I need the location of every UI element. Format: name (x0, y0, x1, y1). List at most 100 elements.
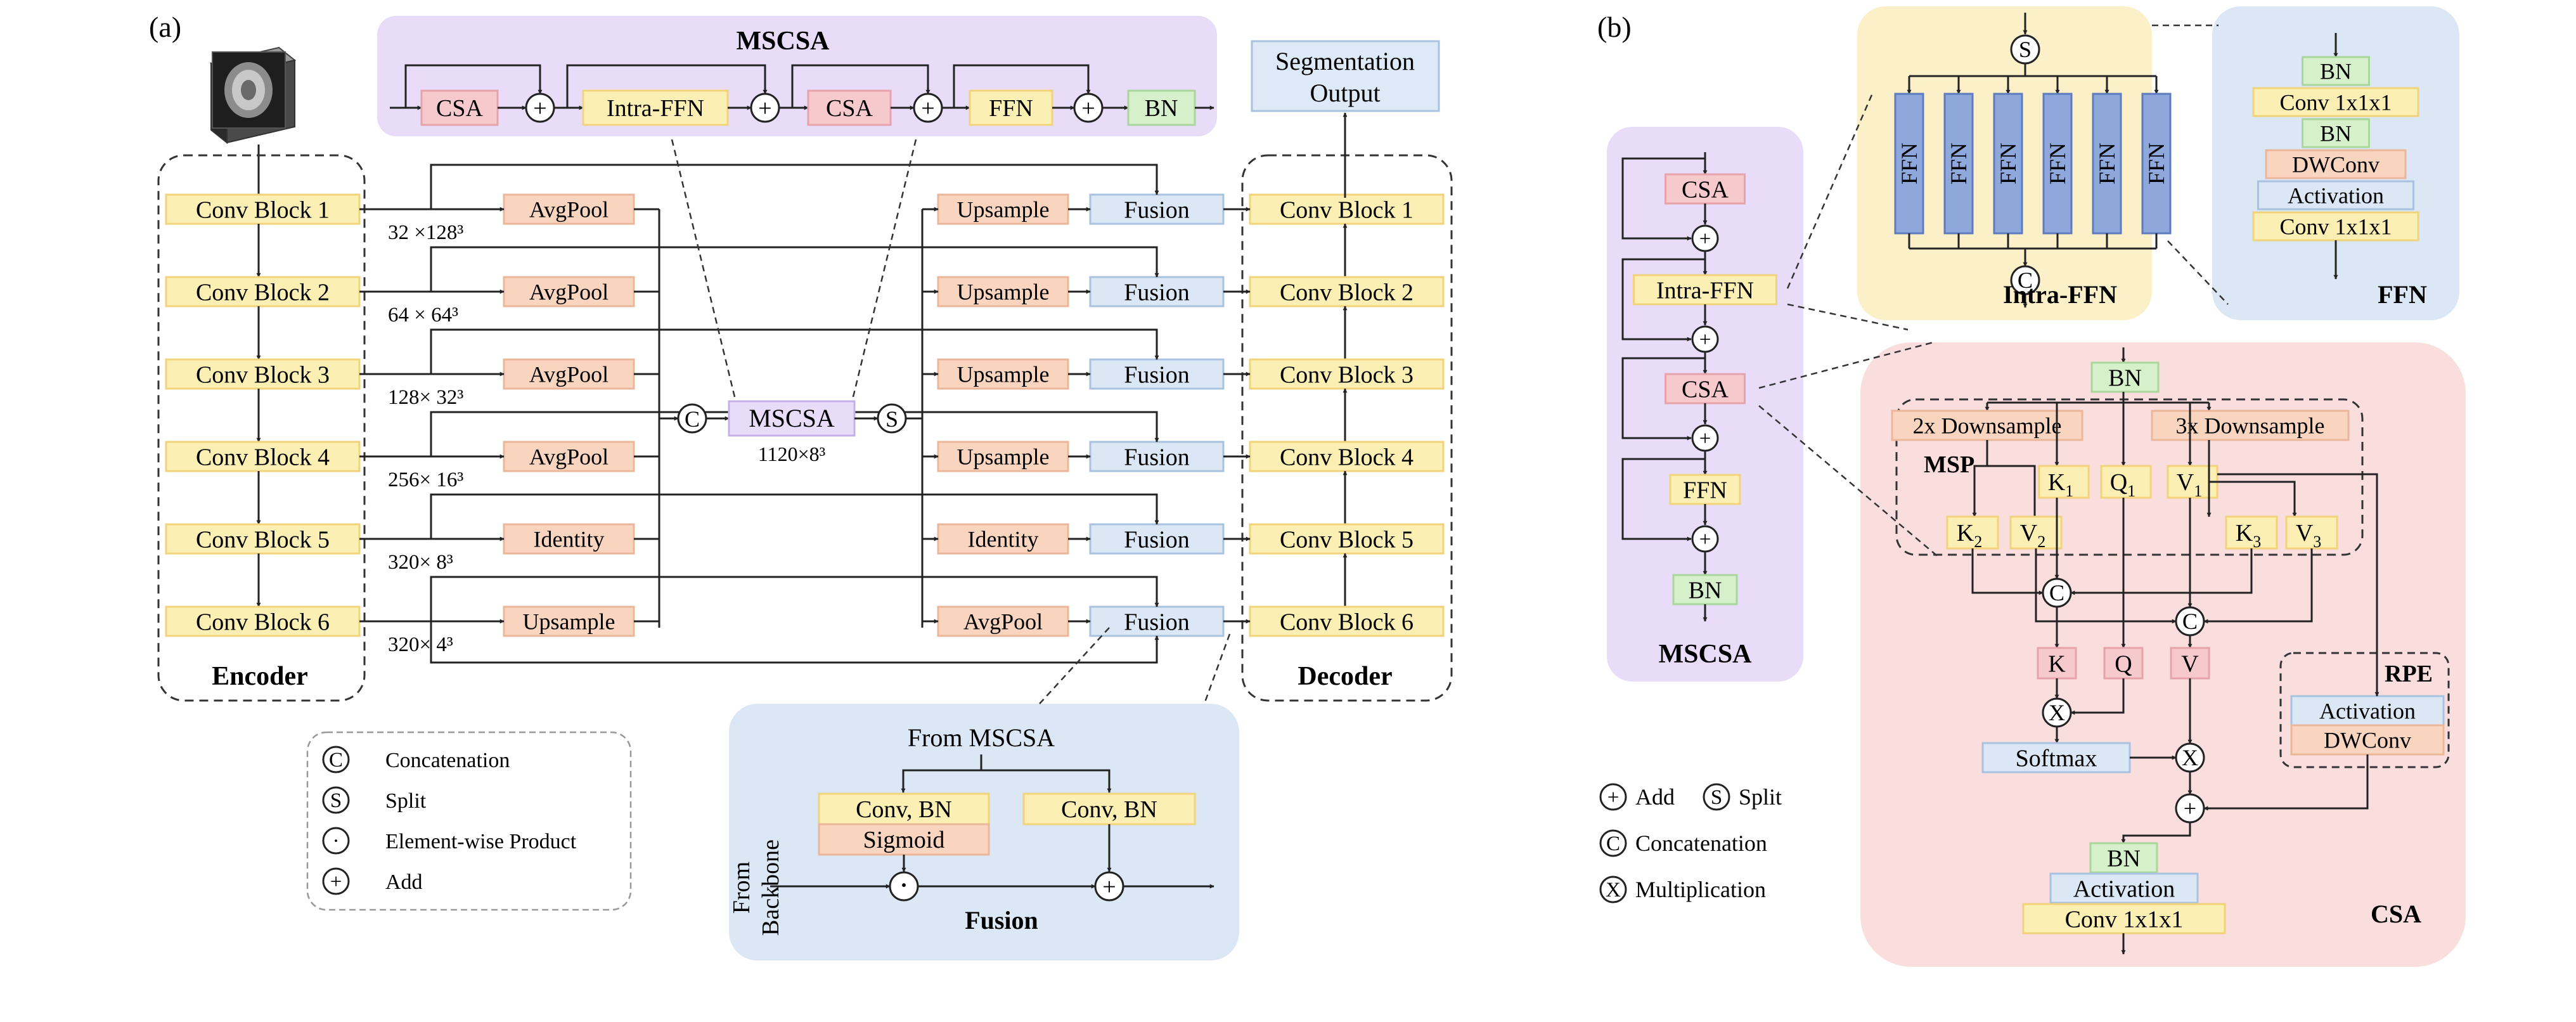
right-op-2 (937, 276, 1069, 307)
csa-conv-out (2022, 903, 2226, 935)
segmentation-output-line2: Output (1310, 79, 1380, 107)
mscsa-chain-ffn (969, 89, 1053, 126)
encoder-conv-block-5-label: Conv Block 5 (196, 526, 330, 553)
encoder-conv-block-2-label: Conv Block 2 (196, 279, 330, 306)
encoder-conv-block-2 (165, 276, 361, 307)
fusion-conv-bn-right-label: Conv, BN (1061, 796, 1157, 823)
skip-connection (430, 493, 1159, 539)
encoder-conv-block-1-label: Conv Block 1 (196, 197, 330, 223)
intra-ffn-bar-0 (1894, 93, 1924, 235)
v-box-label: V (2181, 650, 2199, 677)
dim-label-3: 128× 32³ (388, 386, 463, 409)
ffn-layer-3 (2265, 149, 2407, 179)
csa-activation (2049, 872, 2199, 904)
k2-to-concat (1971, 548, 2044, 595)
add-symbol: + (758, 95, 771, 122)
left-op-6-label: Upsample (523, 609, 615, 635)
right-op-3-label: Upsample (957, 362, 1050, 387)
left-op-4 (503, 441, 635, 472)
fusion-conv-bn-right (1022, 792, 1196, 825)
stack-residual (1621, 357, 1705, 441)
encoder-conv-block-6 (165, 605, 361, 637)
legend-a-box (306, 731, 632, 911)
legend-a-icon-0 (322, 746, 350, 773)
encoder-conv-block-3 (165, 358, 361, 390)
left-op-4-label: AvgPool (529, 444, 609, 470)
intra-ffn-bar-2 (1993, 93, 2023, 235)
mscsa-stack-3 (1669, 474, 1741, 505)
fusion-6-label: Fusion (1124, 609, 1189, 635)
add-symbol: + (533, 95, 546, 122)
legend-a-label-3: Add (385, 870, 423, 894)
ffn-layer-2-label: BN (2320, 121, 2352, 146)
ffn-layer-4 (2257, 180, 2414, 210)
v2-box (2009, 515, 2063, 550)
mscsa-top-title: MSCSA (736, 27, 830, 56)
mscsa-stack-4-label: BN (1689, 577, 1722, 604)
mscsa-chain: CSA + Intra-FFN + CSA + FFN + BN (390, 64, 1214, 126)
csa-bn-top-label: BN (2108, 365, 2142, 391)
fusion-from-backbone-1: From (728, 862, 755, 914)
concat-symbol: C (2018, 268, 2033, 293)
mscsa-stack-0-label: CSA (1682, 176, 1729, 203)
decoder-conv-block-5-label: Conv Block 5 (1280, 526, 1414, 553)
legend-b-icon-3 (1599, 876, 1627, 903)
panel-b-label: (b) (1597, 11, 1632, 43)
mri-volume-icon (209, 46, 297, 145)
mscsa-stack-3-label: FFN (1683, 477, 1727, 503)
right-op-4 (937, 441, 1069, 472)
to-v2 (1987, 465, 2036, 517)
csa-title: CSA (2371, 900, 2421, 928)
csa-conv-out-label: Conv 1x1x1 (2065, 906, 2184, 933)
add-symbol: + (1081, 95, 1095, 122)
intra-ffn-bar-label-3: FFN (2045, 143, 2070, 184)
v3-box-label: V3 (2296, 520, 2321, 551)
ffn-layer-1 (2252, 87, 2419, 117)
encoder-label: Encoder (212, 662, 308, 691)
segmentation-output-box (1251, 40, 1440, 112)
csa-activation-label: Activation (2073, 876, 2175, 902)
dim-label-1: 32 ×128³ (388, 221, 463, 244)
add-symbol: + (1699, 228, 1711, 250)
zoom-line (1039, 627, 1110, 704)
v3-box (2285, 515, 2338, 550)
legend-b-symbol-1: S (1711, 786, 1722, 809)
ffn-layer-5-label: Conv 1x1x1 (2279, 214, 2392, 240)
dim-label-4: 256× 16³ (388, 469, 463, 491)
mscsa-stack-0 (1665, 173, 1746, 205)
decoder-conv-block-1 (1249, 193, 1445, 225)
skip-connection (430, 328, 1159, 374)
softmax-box-label: Softmax (2016, 745, 2097, 772)
downsample-2x (1891, 410, 2083, 441)
add-symbol: + (1699, 427, 1711, 450)
left-op-5-label: Identity (534, 527, 605, 552)
rpe-container (2279, 652, 2450, 768)
skip-connection (430, 576, 1159, 621)
decoder-conv-block-3 (1249, 358, 1445, 390)
k3-to-concat (2070, 548, 2253, 595)
multiplication-symbol: X (2182, 745, 2198, 770)
q1-box-label: Q1 (2110, 469, 2135, 500)
rpe-label: RPE (2385, 661, 2433, 687)
concat-symbol: C (685, 406, 700, 432)
k3-box-label: K3 (2236, 520, 2261, 551)
legend-b-label-0: Add (1635, 784, 1675, 810)
zoom-line (671, 139, 737, 400)
k-box (2037, 647, 2077, 680)
fusion-5-label: Fusion (1124, 526, 1189, 553)
fusion-1 (1089, 193, 1225, 225)
decoder-container (1241, 154, 1453, 702)
legend-b-label-1: Split (1739, 784, 1782, 810)
q1-box (2100, 465, 2152, 499)
intra-ffn-bar-label-5: FFN (2144, 143, 2169, 184)
legend-a-icon-3 (322, 867, 350, 895)
ffn-layer-3-label: DWConv (2292, 152, 2380, 178)
v-box (2170, 647, 2210, 680)
intra-ffn-title: Intra-FFN (2003, 280, 2117, 309)
legend-a-label-2: Element-wise Product (385, 830, 577, 853)
decoder-conv-block-6 (1249, 605, 1445, 637)
ffn-layer-4-label: Activation (2288, 183, 2384, 209)
right-op-5-label: Identity (968, 527, 1039, 552)
